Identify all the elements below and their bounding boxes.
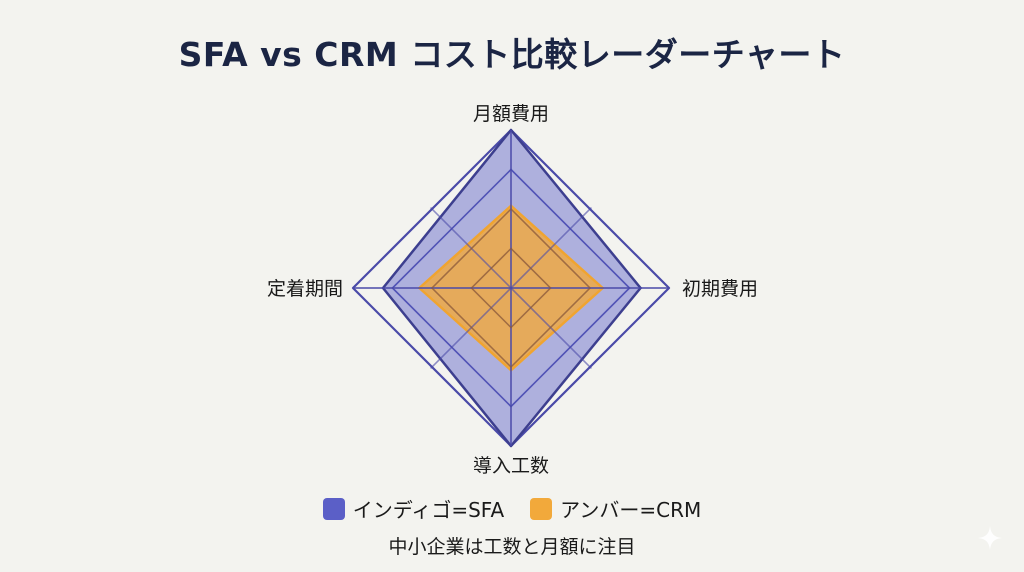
axis-label-effort: 導入工数	[473, 455, 549, 477]
chart-annotation: 中小企業は工数と月額に注目	[388, 536, 636, 558]
axis-labels: 月額費用 初期費用 導入工数 定着期間	[267, 103, 758, 477]
axis-label-initial: 初期費用	[682, 278, 758, 300]
axis-label-retention: 定着期間	[267, 278, 343, 300]
inner-grid-ring-2	[430, 207, 592, 369]
legend-label-crm: アンバー=CRM	[560, 498, 702, 522]
legend-item-crm: アンバー=CRM	[530, 494, 701, 523]
diagonal-spoke-1	[510, 206, 593, 289]
radar-spokes	[353, 130, 669, 446]
legend: インディゴ=SFA アンバー=CRM	[0, 494, 1024, 523]
axis-label-monthly: 月額費用	[473, 103, 549, 125]
chart-title: SFA vs CRM コスト比較レーダーチャート	[178, 35, 846, 74]
sparkle-icon	[978, 526, 1002, 550]
diagonal-spoke-2	[510, 287, 593, 370]
diagonal-spoke-4	[429, 206, 512, 289]
legend-swatch-sfa	[322, 497, 345, 520]
legend-label-sfa: インディゴ=SFA	[352, 498, 505, 522]
inner-grid-ring-1	[470, 247, 552, 329]
legend-item-sfa: インディゴ=SFA	[322, 494, 505, 523]
legend-swatch-crm	[530, 497, 553, 520]
diagonal-spoke-3	[429, 287, 512, 370]
